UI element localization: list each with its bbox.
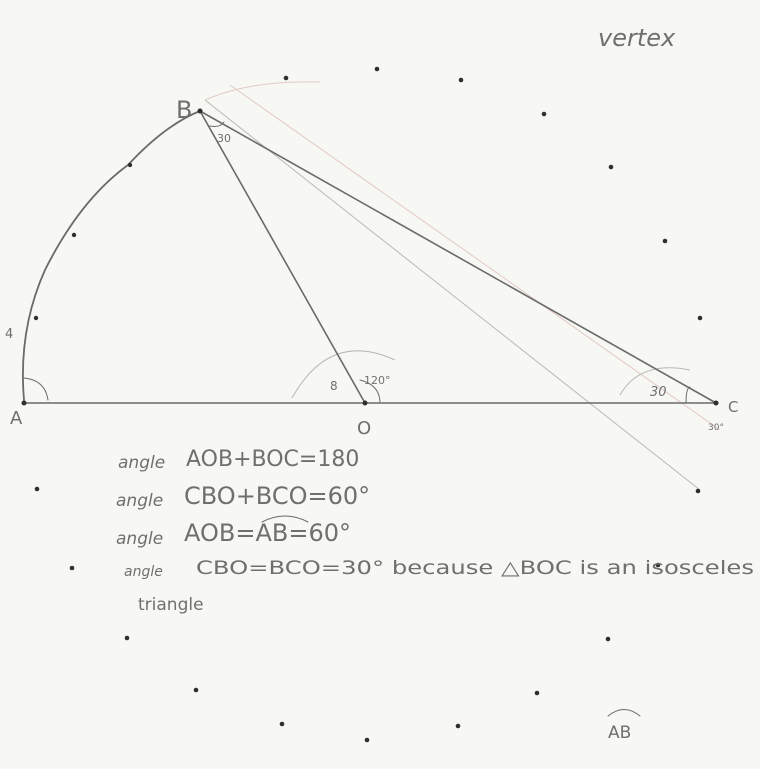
construction-line-1 [204, 99, 701, 491]
arc-AB [22, 110, 201, 401]
scatter-dot [605, 636, 611, 642]
arc-notation-mark [261, 515, 309, 523]
scatter-dot [458, 77, 464, 83]
scatter-dot [541, 111, 547, 117]
scatter-dot [608, 164, 614, 170]
bottom-label-text: AB [608, 723, 631, 743]
angle-label-O-small: 8 [330, 379, 338, 393]
scatter-dot [697, 315, 703, 321]
statement-5: triangle [138, 595, 204, 615]
angle-arc-A [23, 377, 49, 401]
scatter-dot [655, 562, 661, 568]
scatter-dot [364, 737, 370, 743]
arc-notation-mark [607, 709, 641, 717]
scatter-dot [695, 488, 701, 494]
scatter-dot [69, 565, 75, 571]
angle-arc-O [359, 379, 381, 404]
angle-label-B: 30 [217, 132, 231, 145]
statement-1: angle AOB+BOC=180 [118, 447, 359, 473]
statement-2: angle CBO+BCO=60° [116, 482, 370, 511]
scatter-dot [124, 635, 130, 641]
scatter-dot [455, 723, 461, 729]
statement-prefix: angle [116, 529, 163, 549]
point-B [197, 108, 203, 114]
label-point-A: A [10, 408, 23, 429]
angle-label-O: 120° [364, 374, 391, 387]
statement-text: AOB=AB=60° [184, 519, 351, 547]
statement-4: angle CBO=BCO=30° because △BOC is an iso… [124, 557, 754, 580]
angle-arc-C [685, 386, 691, 404]
angle-label-A: 4 [5, 327, 13, 342]
arc-point-2 [71, 232, 77, 238]
statement-text: AOB+BOC=180 [186, 447, 359, 472]
arc-point-3 [127, 162, 133, 168]
statement-text: CBO=BCO=30° because △BOC is an isosceles [196, 557, 754, 579]
bottom-arc-label: AB [607, 709, 641, 743]
statement-prefix: angle [124, 564, 163, 580]
statement-prefix: angle [118, 453, 165, 473]
angle-label-C-small: 30° [708, 423, 724, 433]
label-point-B: B [176, 96, 192, 124]
scatter-dot [662, 238, 668, 244]
scatter-dot [374, 66, 380, 72]
arc-point-1 [33, 315, 39, 321]
point-C [713, 400, 719, 406]
scatter-dot [534, 690, 540, 696]
construction-arc-c [619, 367, 691, 396]
scatter-dot [193, 687, 199, 693]
statement-text: CBO+BCO=60° [184, 482, 370, 510]
scatter-dot [279, 721, 285, 727]
statement-text: triangle [138, 595, 204, 615]
point-O [362, 400, 368, 406]
angle-arc-B [209, 121, 225, 127]
scatter-dot [283, 75, 289, 81]
construction-line-2 [229, 84, 721, 431]
line-BC [199, 110, 717, 404]
point-A [21, 400, 27, 406]
scatter-dot [34, 486, 40, 492]
label-point-C: C [728, 398, 738, 416]
line-BO [199, 110, 366, 404]
construction-arc-top [204, 81, 321, 101]
statement-3: angle AOB=AB=60° [116, 515, 351, 549]
angle-label-C: 30 [650, 385, 667, 400]
corner-note: vertex [598, 24, 676, 52]
statement-prefix: angle [116, 491, 163, 511]
label-point-O: O [357, 418, 371, 439]
